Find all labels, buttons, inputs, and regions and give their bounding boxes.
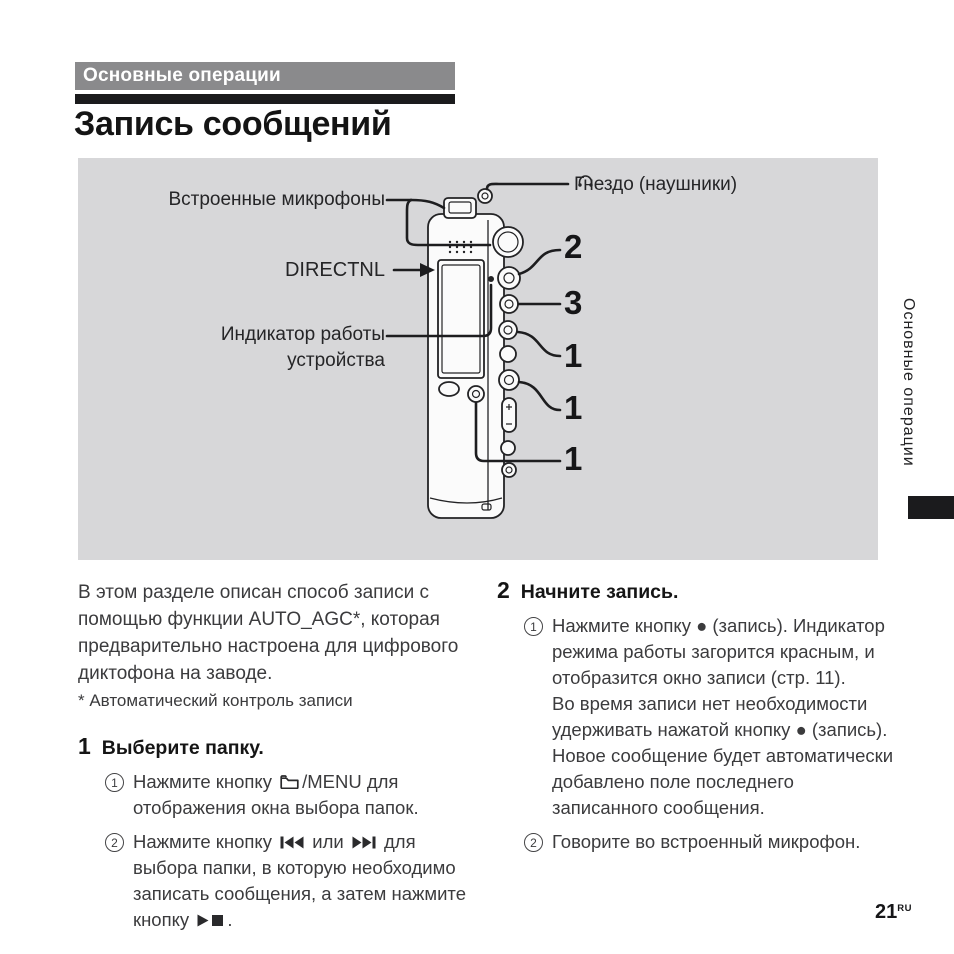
next-track-icon bbox=[352, 836, 376, 849]
step-title: Выберите папку. bbox=[101, 737, 264, 759]
page-number: 21RU bbox=[830, 901, 912, 924]
callout-number-1c: 1 bbox=[564, 440, 583, 477]
step-2-substeps: 1 Нажмите кнопку ● (запись). Индикатор р… bbox=[497, 613, 895, 855]
headphones-icon bbox=[578, 175, 593, 187]
directnl-arrowhead bbox=[420, 263, 435, 277]
step-2-heading: 2 Начните запись. bbox=[497, 577, 895, 604]
circled-number: 2 bbox=[524, 833, 543, 852]
substep-text: Говорите во встроенный микрофон. bbox=[552, 831, 861, 852]
header-divider-bar bbox=[75, 94, 455, 104]
substep: 1 Нажмите кнопку ● (запись). Индикатор р… bbox=[524, 613, 895, 821]
device-illustration bbox=[385, 182, 570, 519]
page-number-value: 21 bbox=[875, 901, 898, 923]
intro-paragraph: В этом разделе описан способ записи с по… bbox=[78, 582, 459, 684]
right-column: 2 Начните запись. 1 Нажмите кнопку ● (за… bbox=[497, 577, 895, 863]
previous-track-icon bbox=[280, 836, 304, 849]
page-number-language: RU bbox=[897, 903, 912, 914]
record-instruction-part1: Нажмите кнопку ● (запись). Индикатор реж… bbox=[552, 615, 885, 688]
substep: 2 Говорите во встроенный микрофон. bbox=[524, 829, 895, 855]
callout-number-3: 3 bbox=[564, 284, 583, 321]
step-number: 2 bbox=[497, 577, 510, 603]
record-instruction-part2: Во время записи нет необходимости удержи… bbox=[552, 693, 894, 818]
label-built-in-microphones: Встроенные микрофоны bbox=[168, 189, 385, 210]
label-headphone-jack: Гнездо (наушники) bbox=[574, 174, 737, 196]
label-directnl: DIRECTNL bbox=[284, 259, 385, 281]
step-1-substeps: 1 Нажмите кнопку /MENU для отображения о… bbox=[78, 769, 470, 933]
circled-number: 1 bbox=[524, 617, 543, 636]
callout-number-1b: 1 bbox=[564, 389, 583, 426]
label-operation-indicator: Индикатор работы устройства bbox=[118, 322, 385, 374]
substep-text: Нажмите кнопку /MENU для отображения окн… bbox=[133, 771, 419, 818]
step-1: 1 Выберите папку. 1 Нажмите кнопку /MENU… bbox=[78, 733, 470, 933]
left-column: В этом разделе описан способ записи с по… bbox=[78, 579, 470, 941]
substep-text: Нажмите кнопку ● (запись). Индикатор реж… bbox=[552, 613, 895, 821]
section-header-bar: Основные операции bbox=[75, 62, 455, 90]
indicator-label-line1: Индикатор работы bbox=[220, 324, 385, 345]
section-edge-tab bbox=[908, 496, 954, 519]
step-number: 1 bbox=[78, 733, 91, 759]
circled-number: 2 bbox=[105, 833, 124, 852]
substep: 1 Нажмите кнопку /MENU для отображения о… bbox=[105, 769, 470, 821]
jack-label-prefix: Гнездо bbox=[574, 174, 634, 195]
jack-label-suffix: (наушники) bbox=[638, 174, 738, 195]
callout-number-1a: 1 bbox=[564, 337, 583, 374]
page-title: Запись сообщений bbox=[74, 105, 392, 143]
indicator-label-line2: устройства bbox=[287, 350, 385, 371]
callout-number-2: 2 bbox=[564, 228, 583, 265]
circled-number: 1 bbox=[105, 773, 124, 792]
folder-icon bbox=[280, 775, 299, 789]
play-stop-icon bbox=[197, 914, 224, 927]
step-title: Начните запись. bbox=[520, 581, 679, 603]
step-2: 2 Начните запись. 1 Нажмите кнопку ● (за… bbox=[497, 577, 895, 855]
substep-text: Нажмите кнопку или для выбора папки, в к… bbox=[133, 831, 466, 930]
sidebar-section-label: Основные операции bbox=[900, 298, 917, 467]
step-1-heading: 1 Выберите папку. bbox=[78, 733, 470, 760]
intro-footnote: * Автоматический контроль записи bbox=[78, 691, 353, 710]
substep: 2 Нажмите кнопку или для выбора папки, в… bbox=[105, 829, 470, 933]
device-diagram: Встроенные микрофоны Гнездо (наушники) D… bbox=[78, 158, 878, 560]
